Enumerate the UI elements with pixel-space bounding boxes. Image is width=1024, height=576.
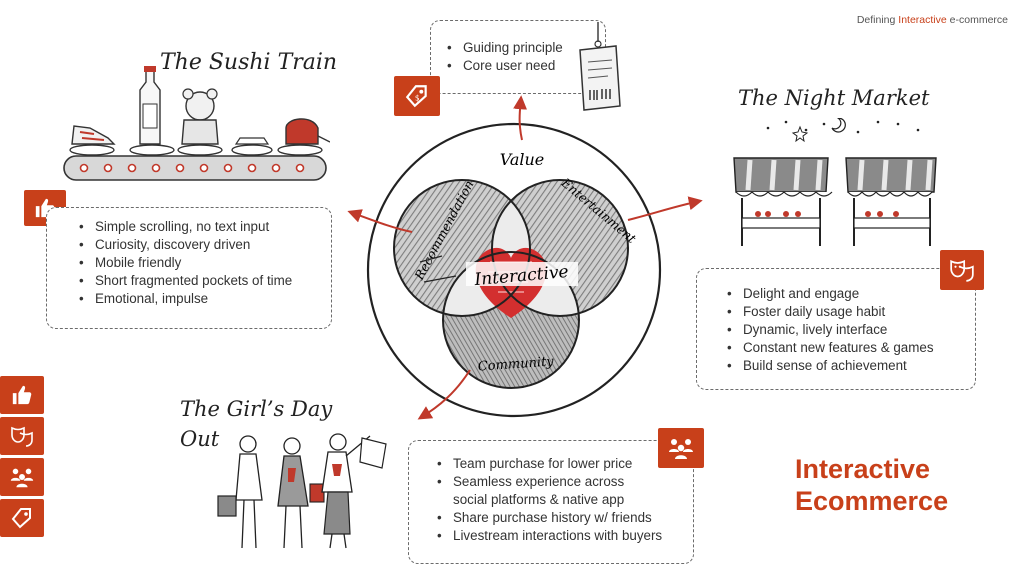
page-title-line2: Ecommerce — [795, 486, 949, 516]
list-item: Guiding principle — [447, 39, 605, 57]
sushi-train-title: The Sushi Train — [160, 50, 338, 75]
girls-day-out-illustration — [217, 433, 387, 549]
breadcrumb: Defining Interactive e-commerce — [857, 14, 1008, 26]
page-title-line1: Interactive — [795, 454, 931, 484]
page-title: Interactive Ecommerce — [795, 453, 948, 517]
venn-arrows — [347, 95, 703, 420]
list-item: Mobile friendly — [79, 254, 331, 272]
icon-sidebar — [0, 376, 44, 537]
price-tag-icon — [0, 499, 44, 537]
people-group-icon — [0, 458, 44, 496]
sushi-train-illustration — [63, 66, 330, 181]
price-tag-icon: $ — [394, 76, 440, 116]
list-item: Simple scrolling, no text input — [79, 218, 331, 236]
breadcrumb-pre: Defining — [856, 14, 899, 26]
list-item: Dynamic, lively interface — [727, 321, 975, 339]
list-item: Team purchase for lower price — [437, 455, 693, 473]
list-item: Delight and engage — [727, 285, 975, 303]
night-market-box: Delight and engage Foster daily usage ha… — [696, 268, 976, 390]
theater-masks-icon — [940, 250, 984, 290]
girls-day-out-box: Team purchase for lower price Seamless e… — [408, 440, 694, 564]
list-item: Foster daily usage habit — [727, 303, 975, 321]
receipt-tag-icon — [579, 22, 621, 111]
thumbs-up-icon — [0, 376, 44, 414]
girls-day-out-title-line1: The Girl’s Day — [180, 397, 333, 421]
breadcrumb-post: e-commerce — [946, 14, 1008, 26]
people-group-icon — [658, 428, 704, 468]
girls-day-out-title: The Girl’s Day Out — [180, 394, 332, 454]
girls-day-out-title-line2: Out — [180, 427, 220, 451]
value-box: Guiding principle Core user need — [430, 20, 606, 94]
svg-text:$: $ — [415, 93, 420, 102]
list-item: Constant new features & games — [727, 339, 975, 357]
sushi-train-box: Simple scrolling, no text input Curiosit… — [46, 207, 332, 329]
list-item: Seamless experience across — [437, 473, 693, 491]
venn-label-value: Value — [500, 150, 545, 169]
list-item: Livestream interactions with buyers — [437, 527, 693, 545]
list-item: Share purchase history w/ friends — [437, 509, 693, 527]
breadcrumb-highlight: Interactive — [898, 14, 947, 26]
venn-label-community: Community — [477, 354, 554, 374]
venn-outer-circle — [366, 122, 662, 418]
list-item-continuation: social platforms & native app — [453, 492, 625, 507]
list-item: Build sense of achievement — [727, 357, 975, 375]
list-item: Curiosity, discovery driven — [79, 236, 331, 254]
theater-masks-icon — [0, 417, 44, 455]
list-item: Core user need — [447, 57, 605, 75]
night-market-illustration — [733, 118, 937, 246]
night-market-title: The Night Market — [738, 86, 930, 110]
list-item: Emotional, impulse — [79, 290, 331, 308]
list-item: Short fragmented pockets of time — [79, 272, 331, 290]
